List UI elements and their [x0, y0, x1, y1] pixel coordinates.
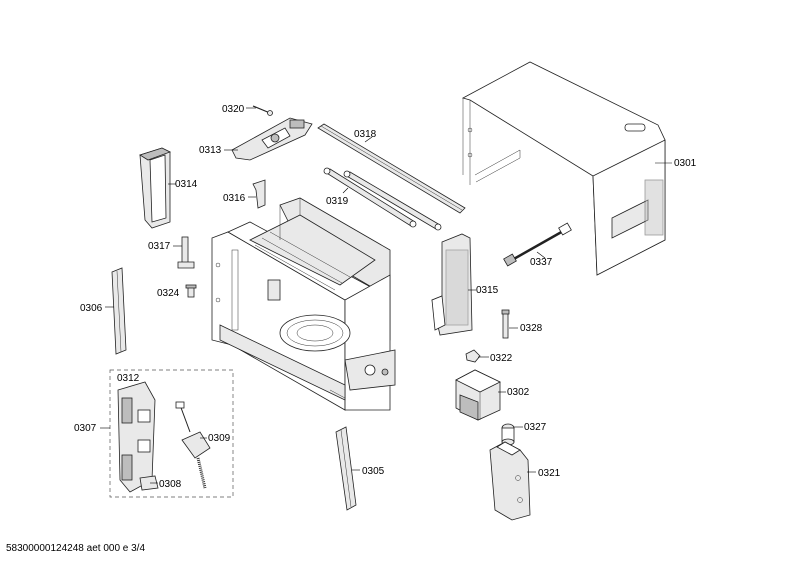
label-0328: 0328	[520, 323, 543, 334]
part-0319-rods	[323, 167, 442, 231]
label-0318: 0318	[354, 129, 377, 140]
label-0320: 0320	[222, 104, 245, 115]
part-0307-door-assembly-group	[109, 369, 234, 498]
label-0321: 0321	[538, 468, 561, 479]
part-0308-lever	[139, 475, 159, 491]
part-0315-back-panel	[431, 233, 473, 336]
part-0337-sensor	[503, 222, 572, 267]
part-0313-bracket	[231, 117, 313, 161]
part-0314-duct	[139, 147, 172, 229]
document-footer-id: 58300000124248 aet 000 e 3/4	[6, 543, 145, 554]
leader-0337	[536, 251, 546, 259]
part-0318-rail	[317, 123, 466, 214]
label-0302: 0302	[507, 387, 530, 398]
part-0316-clip	[252, 179, 266, 209]
label-0322: 0322	[490, 353, 513, 364]
part-0301-outer-casing	[461, 61, 666, 276]
label-0317: 0317	[148, 241, 171, 252]
part-0309-microswitch	[175, 401, 211, 489]
part-0327-cap	[501, 423, 515, 446]
leader-0319	[342, 187, 349, 194]
part-0321-cover	[489, 441, 531, 521]
label-0312: 0312	[117, 373, 140, 384]
part-0306-side-strip	[111, 267, 127, 355]
label-0305: 0305	[362, 466, 385, 477]
label-0308: 0308	[159, 479, 182, 490]
label-0306: 0306	[80, 303, 103, 314]
part-0302-transformer	[455, 369, 501, 421]
label-0313: 0313	[199, 145, 222, 156]
label-0337: 0337	[530, 257, 553, 268]
label-0324: 0324	[157, 288, 180, 299]
part-0317-bracket	[177, 236, 195, 269]
part-0320-screw	[252, 105, 273, 116]
label-0309: 0309	[208, 433, 231, 444]
part-main-cavity-chassis	[211, 197, 396, 411]
label-0319: 0319	[326, 196, 349, 207]
part-0322-knob	[465, 349, 481, 363]
label-0316: 0316	[223, 193, 246, 204]
part-0305-seal-strip	[335, 426, 357, 511]
label-0327: 0327	[524, 422, 547, 433]
label-0301: 0301	[674, 158, 697, 169]
label-0307: 0307	[74, 423, 97, 434]
part-0312-switch-holder	[117, 381, 156, 493]
part-0324-pin	[185, 284, 197, 298]
label-0314: 0314	[175, 179, 198, 190]
label-0315: 0315	[476, 285, 499, 296]
leader-0318	[364, 136, 373, 143]
part-0328-fuse	[501, 309, 510, 339]
